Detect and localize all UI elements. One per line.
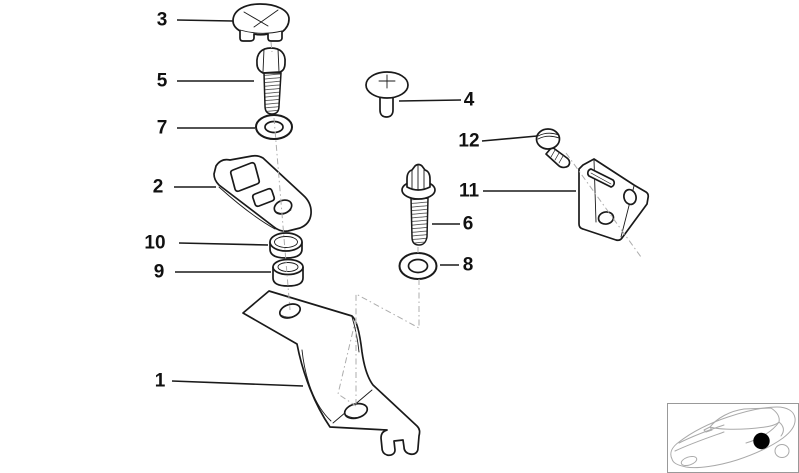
part-number-9[interactable]: 9: [154, 262, 165, 283]
part-6-bolt: [401, 163, 436, 246]
part-number-3[interactable]: 3: [157, 10, 168, 31]
part-2-anchor-plate: [213, 154, 312, 233]
car-location-thumbnail[interactable]: [667, 403, 799, 473]
callouts-layer: 3 5 7 2 10 9 1 4 12 11 6 8: [144, 10, 576, 392]
part-3-cap: [232, 3, 290, 42]
leader-line-3: [176, 19, 234, 22]
part-number-6[interactable]: 6: [463, 214, 474, 235]
location-marker-dot: [753, 432, 770, 450]
leader-line-4: [398, 99, 462, 102]
leader-line-10: [178, 242, 269, 246]
part-5-bolt: [256, 47, 286, 115]
assembly-axis-lines: [270, 41, 642, 407]
leader-line-12: [481, 135, 538, 142]
part-number-7[interactable]: 7: [157, 118, 168, 139]
part-11-bracket: [578, 158, 650, 242]
part-8-washer: [398, 252, 438, 280]
part-number-1[interactable]: 1: [155, 371, 166, 392]
part-number-10[interactable]: 10: [144, 233, 165, 254]
part-9-bushing: [272, 258, 304, 287]
part-number-5[interactable]: 5: [157, 71, 168, 92]
part-number-12[interactable]: 12: [458, 131, 479, 152]
part-10-spacer-ring: [269, 232, 303, 259]
part-number-11[interactable]: 11: [459, 181, 480, 202]
part-4-screw: [365, 71, 409, 118]
part-1-bracket: [242, 290, 421, 457]
part-number-2[interactable]: 2: [153, 177, 164, 198]
part-number-4[interactable]: 4: [464, 90, 475, 111]
part-12-screw: [535, 128, 571, 169]
car-outline-icon: [670, 406, 796, 469]
leader-line-1: [171, 380, 304, 387]
part-number-8[interactable]: 8: [463, 255, 474, 276]
